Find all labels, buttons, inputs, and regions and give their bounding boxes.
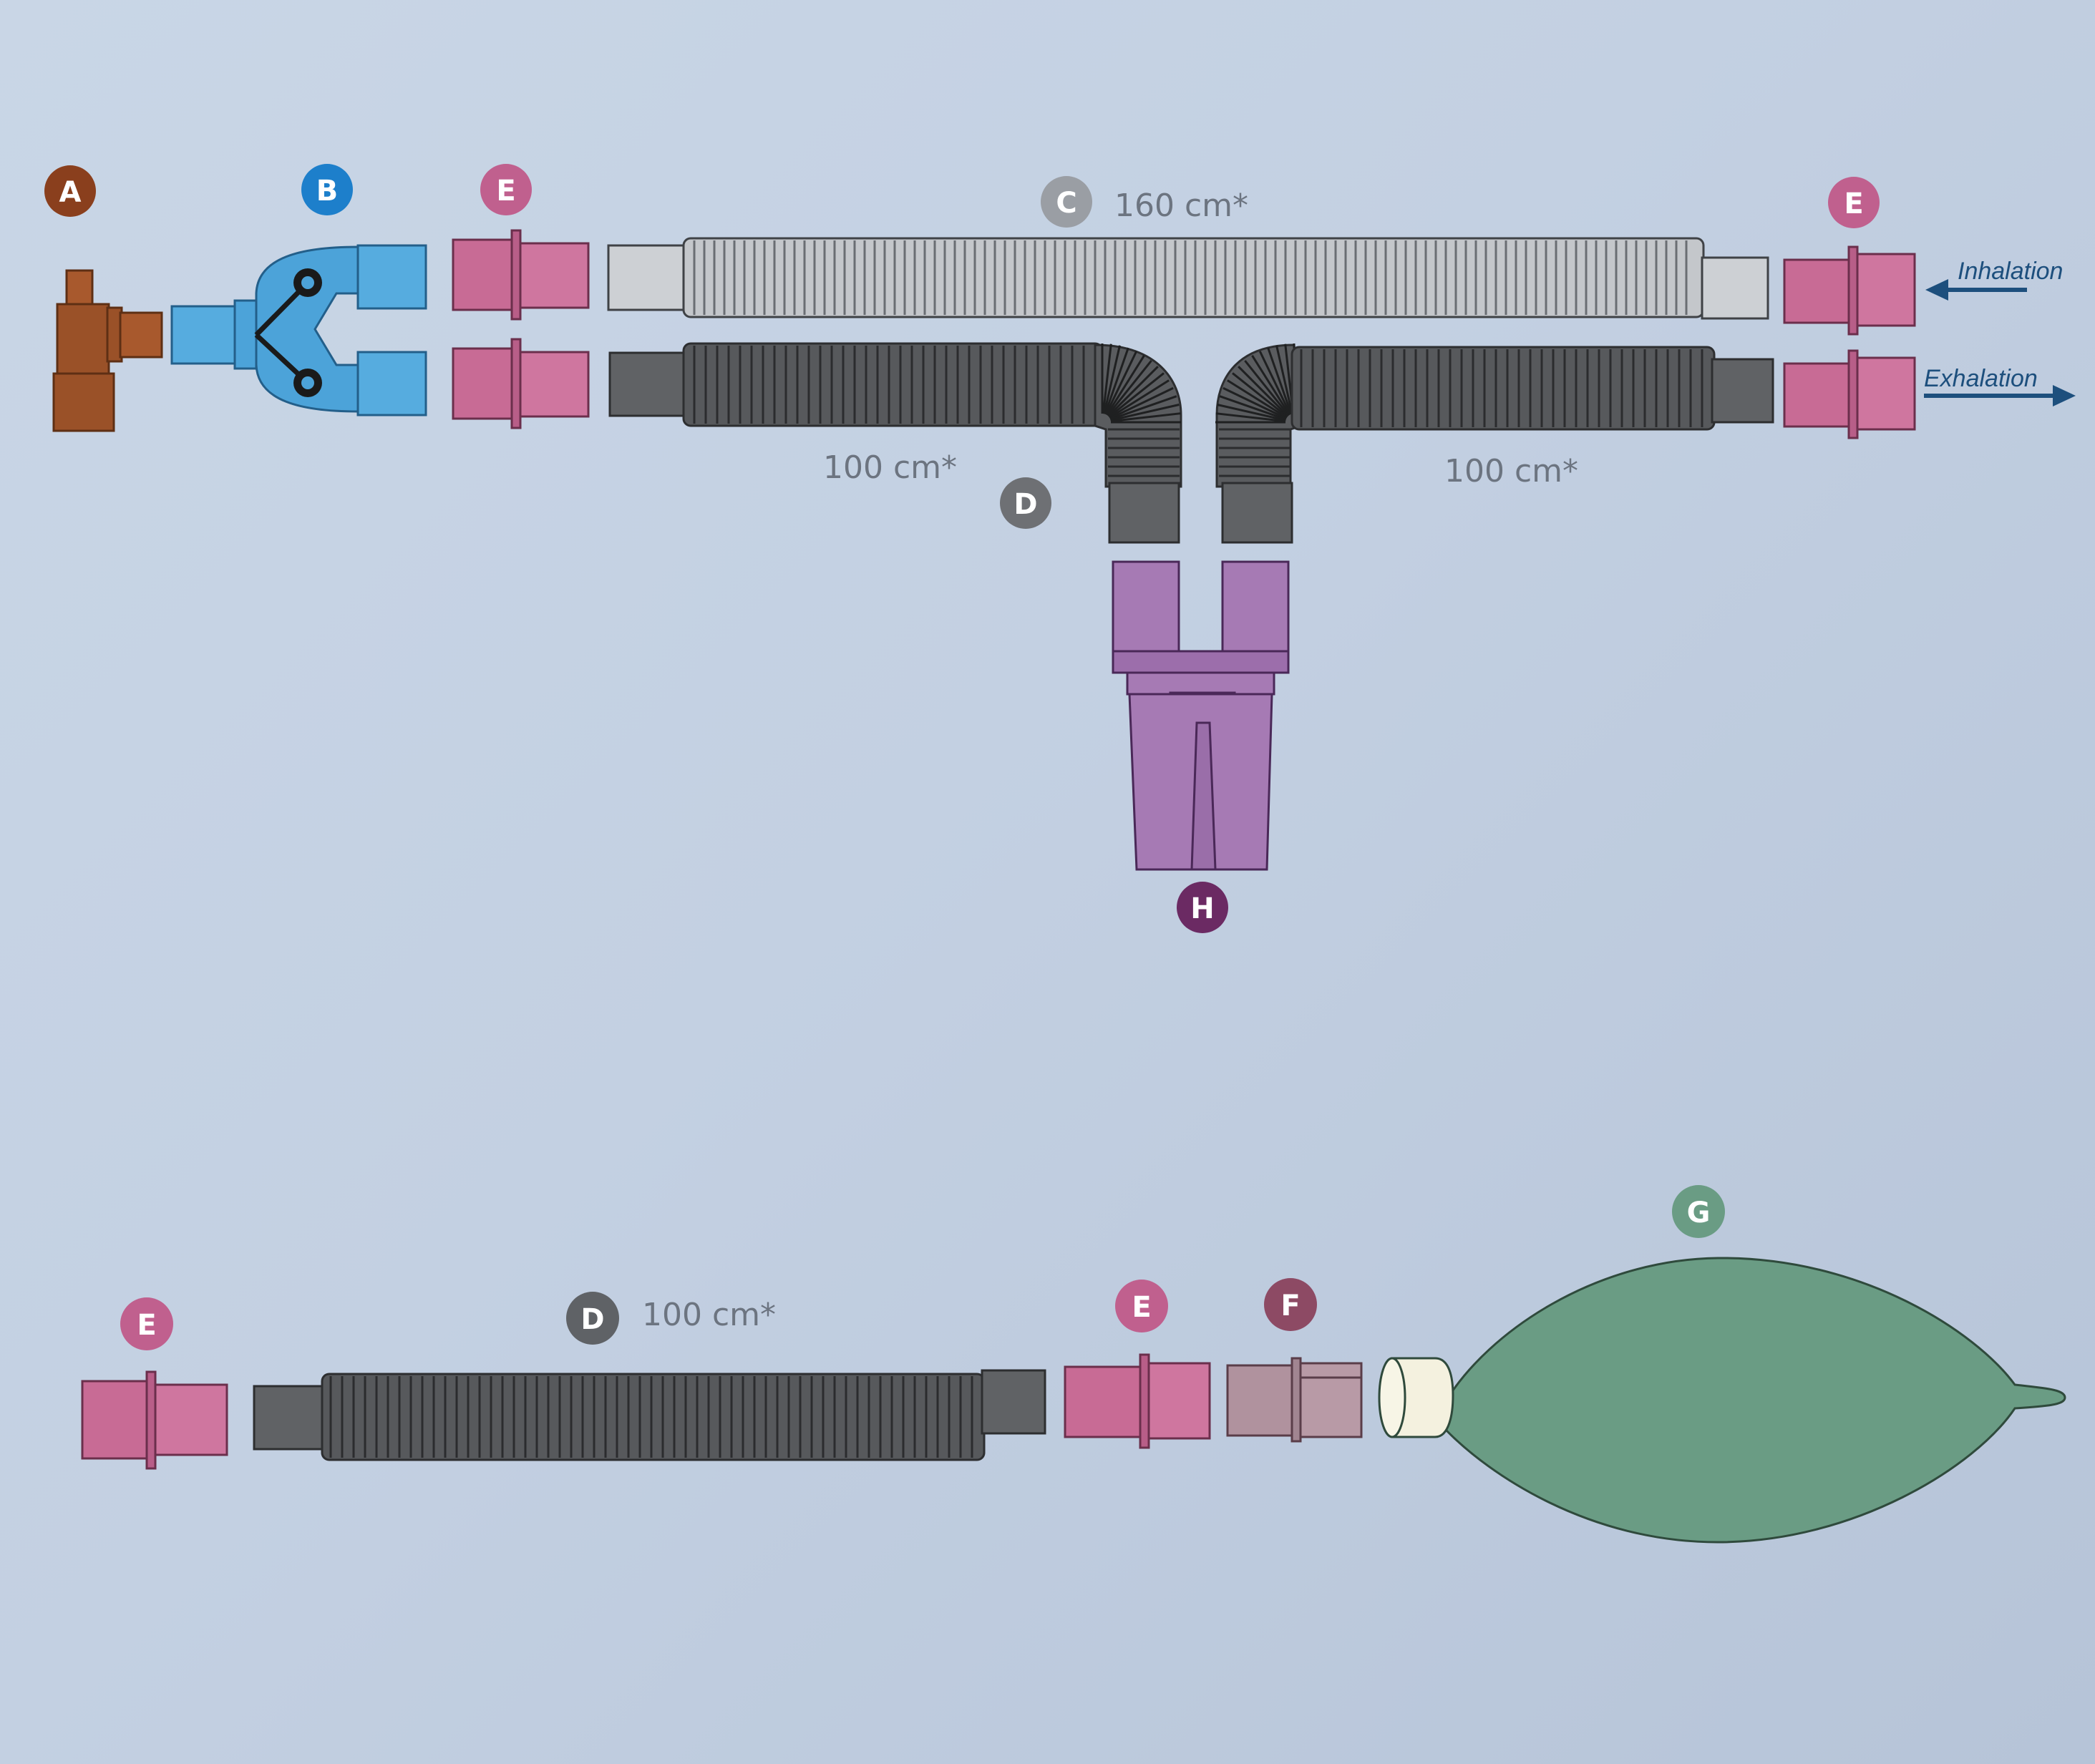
hose-d-right-length: 100 cm*: [1444, 453, 1578, 489]
badge-d-bottom: D: [566, 1292, 619, 1345]
svg-text:E: E: [1132, 1291, 1151, 1324]
svg-text:H: H: [1190, 892, 1214, 925]
part-e-connector-top-left-lower: [452, 338, 590, 429]
badge-c: C: [1041, 176, 1092, 228]
badge-d-top: D: [1000, 477, 1051, 529]
part-e-connector-top-right-lower: [1783, 349, 1916, 439]
inhalation-arrow: [1925, 279, 2027, 301]
svg-text:B: B: [316, 175, 339, 208]
svg-text:D: D: [580, 1303, 604, 1336]
hose-d-left-length: 100 cm*: [823, 449, 957, 486]
hose-d-bottom-length: 100 cm*: [642, 1297, 776, 1333]
svg-text:A: A: [59, 176, 82, 209]
part-c-inhalation-hose: [607, 237, 1769, 320]
part-a-elbow-connector: [52, 269, 163, 432]
part-d-exhalation-hose-upper: [608, 342, 1774, 544]
exhalation-label: Exhalation: [1924, 365, 2038, 392]
exhalation-arrow: [1924, 385, 2076, 406]
badge-e-bottom-middle: E: [1115, 1280, 1168, 1332]
part-e-connector-top-left-upper: [452, 229, 590, 321]
svg-text:G: G: [1687, 1197, 1711, 1229]
svg-text:E: E: [496, 175, 515, 208]
part-e-connector-bottom-left: [81, 1370, 228, 1470]
inhalation-label: Inhalation: [1958, 258, 2063, 285]
part-g-reservoir-bag: [1378, 1257, 2066, 1544]
badge-e-top-right: E: [1828, 177, 1880, 228]
svg-text:D: D: [1014, 488, 1037, 521]
svg-text:E: E: [137, 1309, 156, 1342]
part-h-water-trap: [1112, 560, 1290, 871]
badge-b: B: [301, 164, 353, 215]
part-e-connector-bottom-middle: [1064, 1353, 1211, 1449]
badge-a: A: [44, 165, 96, 217]
part-d-hose-bottom: [253, 1369, 1046, 1461]
part-b-y-piece: [170, 244, 427, 416]
badge-g: G: [1672, 1185, 1725, 1238]
hose-c-length: 160 cm*: [1114, 187, 1248, 224]
part-f-adapter: [1226, 1357, 1363, 1443]
badge-h: H: [1177, 882, 1228, 933]
badge-e-bottom-left: E: [120, 1297, 173, 1350]
svg-text:E: E: [1844, 187, 1863, 220]
badge-f: F: [1264, 1278, 1317, 1331]
part-e-connector-top-right-upper: [1783, 245, 1916, 336]
svg-text:F: F: [1280, 1290, 1300, 1322]
svg-text:C: C: [1056, 187, 1076, 220]
badge-e-top-left: E: [480, 164, 532, 215]
